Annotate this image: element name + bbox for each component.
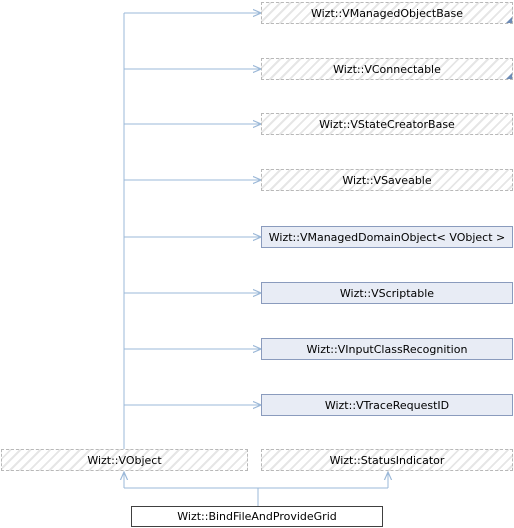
node-label: Wizt::StatusIndicator bbox=[329, 453, 445, 467]
node-connectable[interactable]: Wizt::VConnectable bbox=[261, 58, 513, 80]
node-trace-request-id[interactable]: Wizt::VTraceRequestID bbox=[261, 394, 513, 416]
node-label: Wizt::VManagedObjectBase bbox=[310, 6, 463, 20]
node-state-creator-base[interactable]: Wizt::VStateCreatorBase bbox=[261, 113, 513, 135]
node-scriptable[interactable]: Wizt::VScriptable bbox=[261, 282, 513, 304]
node-label: Wizt::VObject bbox=[87, 453, 162, 467]
node-label: Wizt::VManagedDomainObject< VObject > bbox=[268, 230, 506, 244]
node-label: Wizt::VInputClassRecognition bbox=[306, 342, 468, 356]
node-label: Wizt::VScriptable bbox=[339, 286, 435, 300]
node-saveable[interactable]: Wizt::VSaveable bbox=[261, 169, 513, 191]
node-label: Wizt::VConnectable bbox=[333, 62, 441, 76]
node-managed-object-base[interactable]: Wizt::VManagedObjectBase bbox=[261, 2, 513, 24]
node-label: Wizt::VStateCreatorBase bbox=[319, 117, 455, 131]
node-vobject[interactable]: Wizt::VObject bbox=[1, 449, 248, 471]
node-managed-domain-object[interactable]: Wizt::VManagedDomainObject< VObject > bbox=[261, 226, 513, 248]
expand-corner-icon bbox=[506, 73, 512, 79]
node-status-indicator[interactable]: Wizt::StatusIndicator bbox=[261, 449, 513, 471]
node-label: Wizt::VSaveable bbox=[342, 173, 432, 187]
node-input-class-recognition[interactable]: Wizt::VInputClassRecognition bbox=[261, 338, 513, 360]
node-label: Wizt::VTraceRequestID bbox=[324, 398, 450, 412]
node-label: Wizt::BindFileAndProvideGrid bbox=[177, 510, 337, 523]
expand-corner-icon bbox=[506, 17, 512, 23]
node-bind-file-and-provide-grid: Wizt::BindFileAndProvideGrid bbox=[131, 506, 383, 527]
